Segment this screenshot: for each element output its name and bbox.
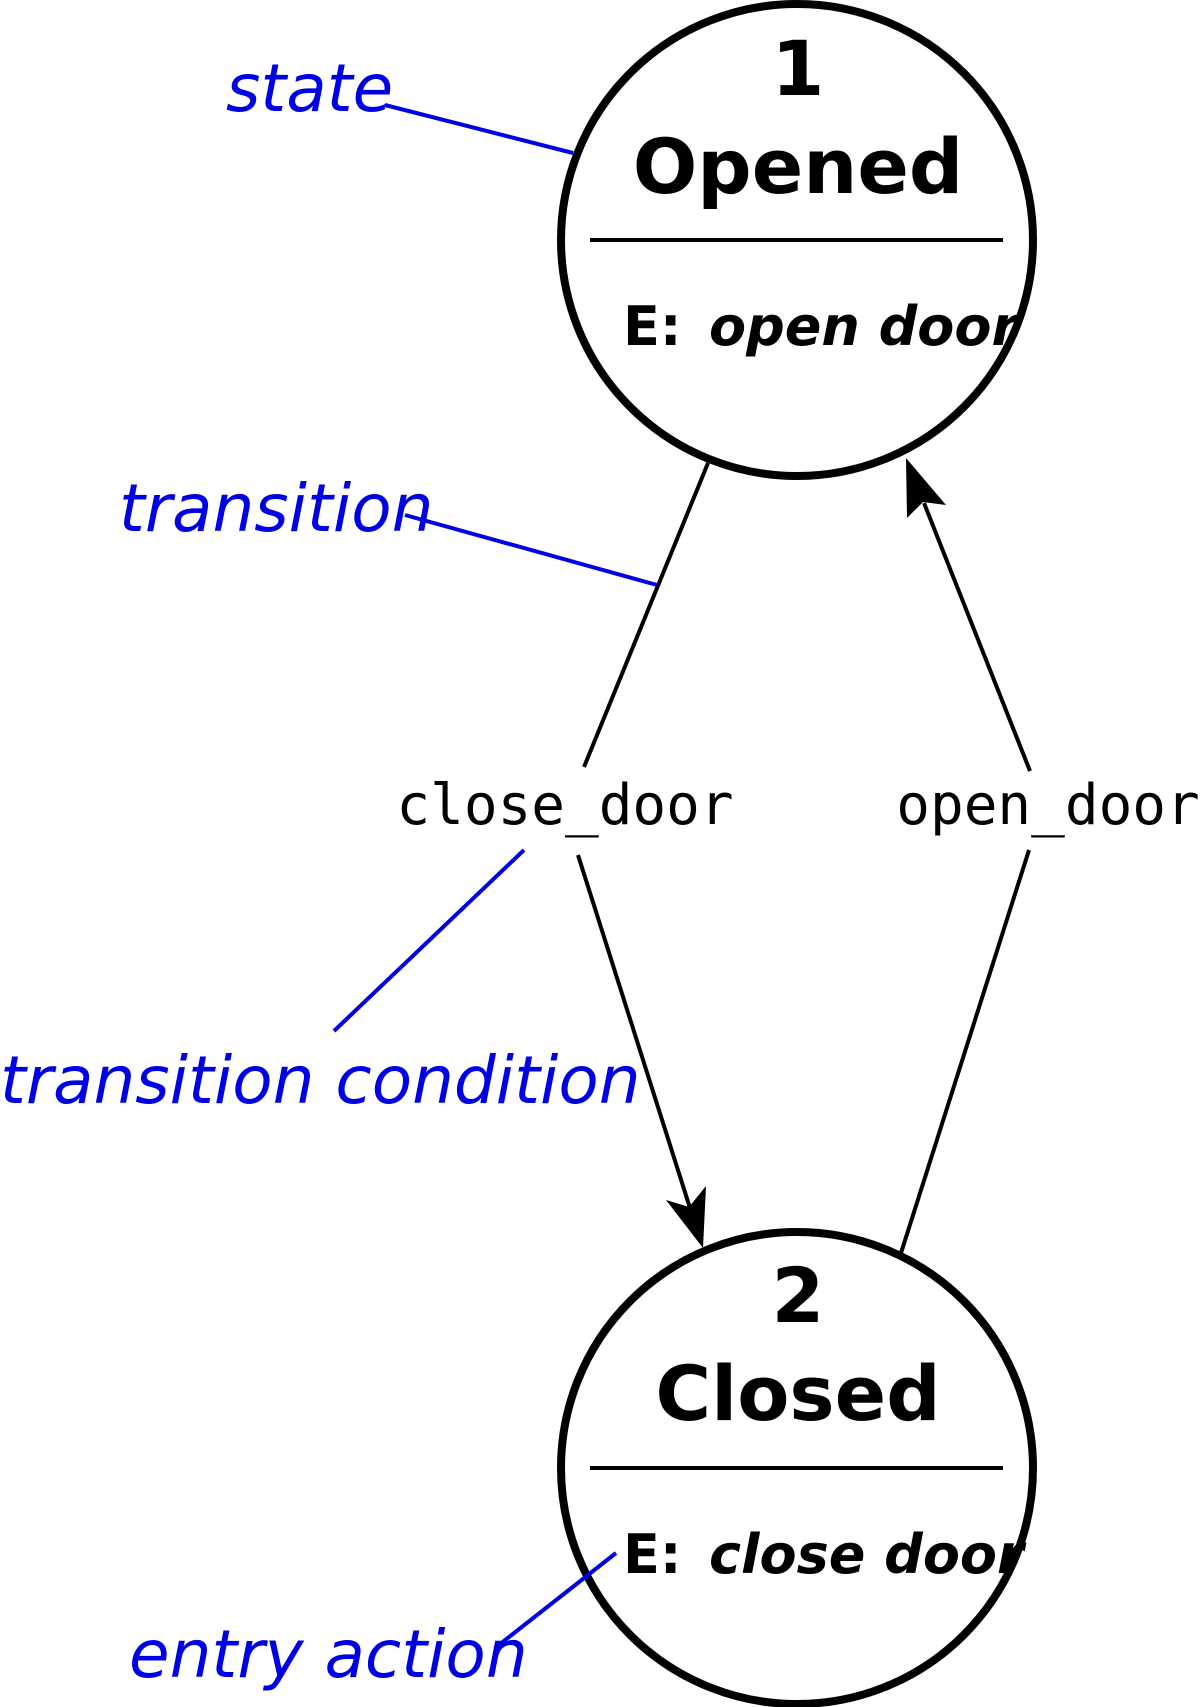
state-annotation: state: [226, 50, 393, 127]
entry-prefix: E:: [623, 295, 681, 358]
entry-action-annotation: entry action: [129, 1616, 528, 1693]
state-name: Opened: [633, 122, 964, 211]
entry-action-text: close door: [709, 1523, 1027, 1586]
transition-annotation-leader: [404, 513, 658, 587]
state-name: Closed: [655, 1349, 940, 1438]
entry-action-annotation-leader: [493, 1551, 618, 1650]
transition-condition-annotation-leader: [332, 848, 526, 1033]
transition-open-door: [899, 458, 1032, 1254]
state-number: 1: [772, 24, 825, 113]
state-opened: 1 Opened E: open door: [557, 0, 1037, 480]
transition-condition-annotation: transition condition: [0, 1042, 641, 1119]
transition-close-door-lower-line: [576, 854, 692, 1209]
transition-condition-close-door: close_door: [396, 773, 733, 838]
entry-prefix: E:: [623, 1523, 681, 1586]
transition-open-door-upper-line: [922, 502, 1032, 772]
transition-open-door-lower-line: [899, 849, 1031, 1254]
state-entry-action: E: close door: [623, 1523, 1027, 1586]
state-closed: 2 Closed E: close door: [557, 1228, 1037, 1707]
state-number: 2: [772, 1251, 825, 1340]
transition-close-door-upper-line: [582, 462, 710, 768]
state-annotation-leader: [384, 103, 574, 155]
state-entry-action: E: open door: [623, 295, 1021, 358]
entry-action-text: open door: [709, 295, 1021, 358]
transition-condition-open-door: open_door: [896, 773, 1199, 838]
arrowhead-icon: [666, 1186, 706, 1248]
arrowhead-icon: [906, 458, 946, 518]
transition-annotation: transition: [119, 470, 433, 547]
transition-close-door: [576, 462, 710, 1248]
